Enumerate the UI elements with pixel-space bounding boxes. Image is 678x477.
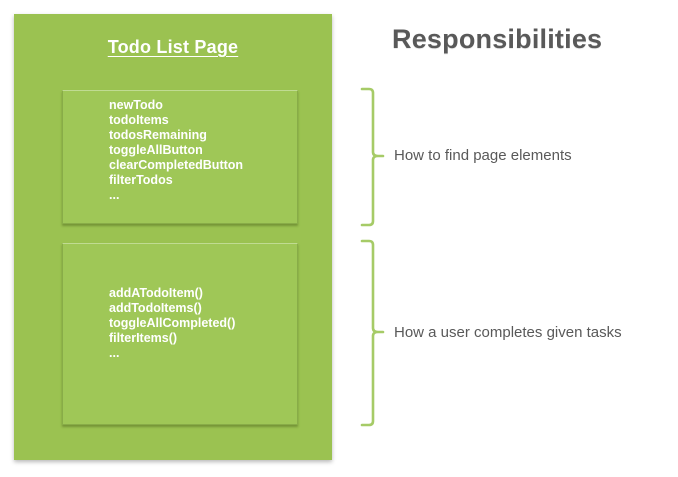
member-item: addATodoItem() (109, 286, 203, 300)
page-elements-box: newTodo todoItems todosRemaining toggleA… (62, 90, 298, 224)
member-item: addTodoItems() (109, 301, 202, 315)
user-tasks-box: addATodoItem() addTodoItems() toggleAllC… (62, 243, 298, 425)
member-item-ellipsis: ... (109, 188, 120, 202)
responsibilities-heading: Responsibilities (392, 24, 603, 54)
brace-icon (360, 87, 385, 227)
member-item: clearCompletedButton (109, 158, 244, 172)
member-item: todoItems (109, 113, 169, 127)
member-item: toggleAllCompleted() (109, 316, 236, 330)
member-item: toggleAllButton (109, 143, 203, 157)
brace-icon (360, 239, 385, 427)
annotation-user-tasks: How a user completes given tasks (394, 324, 622, 341)
member-item-ellipsis: ... (109, 346, 120, 360)
member-item: newTodo (109, 98, 163, 112)
annotation-find-elements: How to find page elements (394, 147, 572, 164)
panel-title: Todo List Page (107, 37, 239, 57)
member-item: todosRemaining (109, 128, 207, 142)
member-item: filterTodos (109, 173, 173, 187)
todo-list-page-panel: Todo List Page newTodo todoItems todosRe… (14, 14, 332, 460)
member-item: filterItems() (109, 331, 178, 345)
